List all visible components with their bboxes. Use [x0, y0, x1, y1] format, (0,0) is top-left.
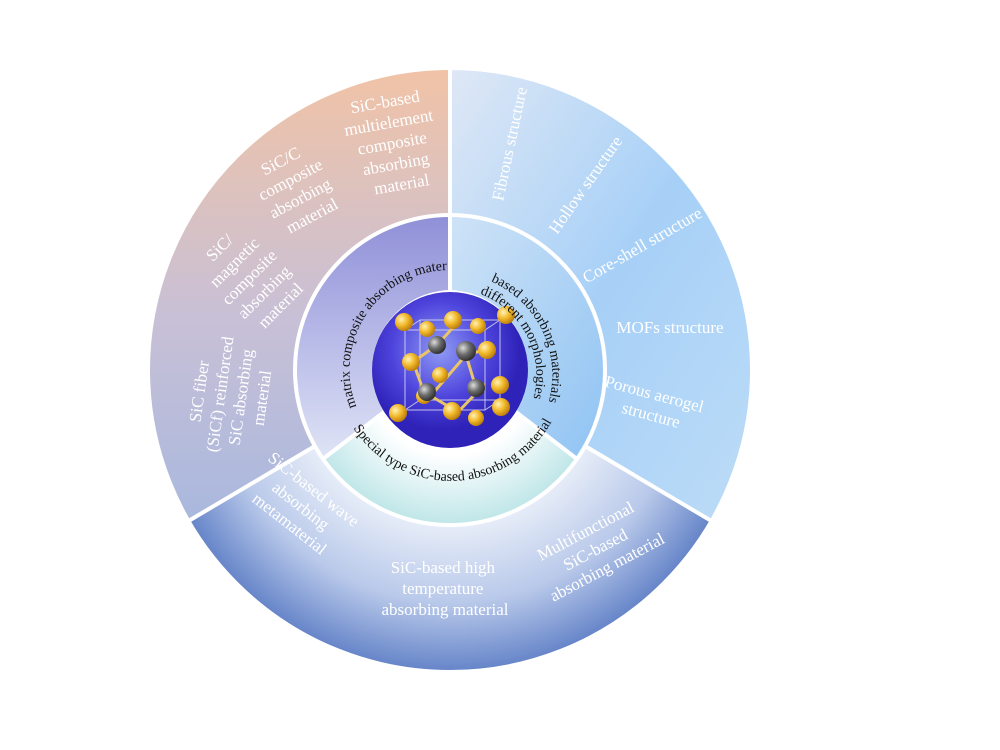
inner-sector-composite	[294, 214, 450, 459]
outer-sector-special	[188, 446, 712, 672]
outer-sector-composite	[148, 68, 450, 521]
silicon-atoms	[389, 306, 515, 426]
carbon-atoms	[418, 336, 485, 401]
label-mofs-structure: MOFs structure	[616, 318, 723, 337]
separators	[146, 66, 754, 674]
core-circle	[372, 292, 528, 448]
inner-sector-special	[323, 412, 577, 526]
label-high-temperature-absorbing: SiC-based high temperature absorbing mat…	[382, 558, 509, 619]
inner-sector-morphology	[450, 214, 606, 459]
crystal-structure-icon	[389, 306, 515, 426]
label-sic-magnetic-composite: SiC/ magnetic composite absorbing materi…	[188, 213, 313, 338]
outer-sector-morphology	[450, 68, 752, 521]
